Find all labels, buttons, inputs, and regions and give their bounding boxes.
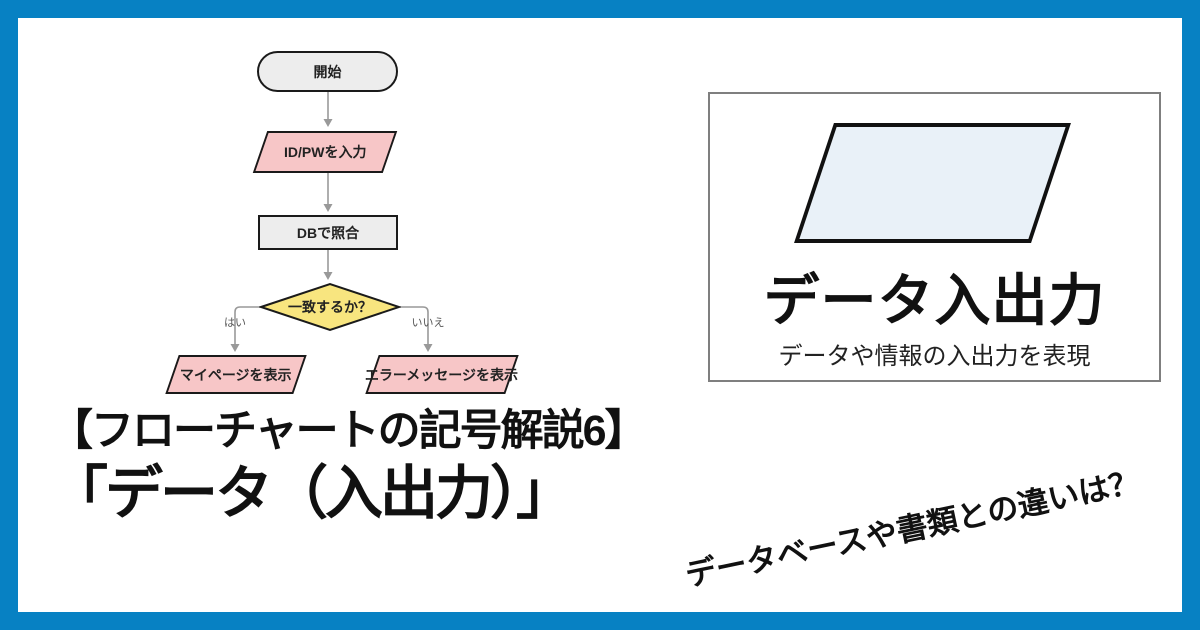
process-node-label: DBで照合 — [296, 224, 360, 241]
branch-no-label: いいえ — [411, 317, 445, 329]
result-yes-label: マイページを表示 — [180, 366, 292, 383]
decision-node-label: 一致するか？ — [288, 299, 372, 315]
title-line-1: 【フローチャートの記号解説6】 — [50, 407, 647, 455]
start-terminator-node: 開始 — [257, 51, 398, 92]
branch-yes-label: はい — [224, 317, 246, 329]
title-line-2: 「データ（入出力）」 — [50, 461, 574, 527]
symbol-name-heading: データ入出力 — [763, 269, 1106, 332]
result-no-parallelogram-node: エラーメッセージを表示 — [365, 355, 519, 394]
start-node-label: 開始 — [313, 63, 342, 80]
result-yes-parallelogram-node: マイページを表示 — [165, 355, 307, 394]
diamond-shape — [257, 282, 403, 332]
decision-diamond-node: 一致するか？ — [257, 282, 403, 332]
article-title: 【フローチャートの記号解説6】 「データ（入出力）」 — [50, 402, 647, 528]
data-io-parallelogram-icon — [794, 123, 1071, 243]
input-parallelogram-node: ID/PWを入力 — [252, 131, 398, 173]
process-rectangle-node: DBで照合 — [258, 215, 398, 250]
symbol-description: データや情報の入出力を表現 — [778, 343, 1091, 370]
result-no-label: エラーメッセージを表示 — [365, 366, 519, 383]
input-node-label: ID/PWを入力 — [283, 144, 367, 160]
symbol-explanation-panel: データ入出力 データや情報の入出力を表現 — [708, 92, 1161, 382]
